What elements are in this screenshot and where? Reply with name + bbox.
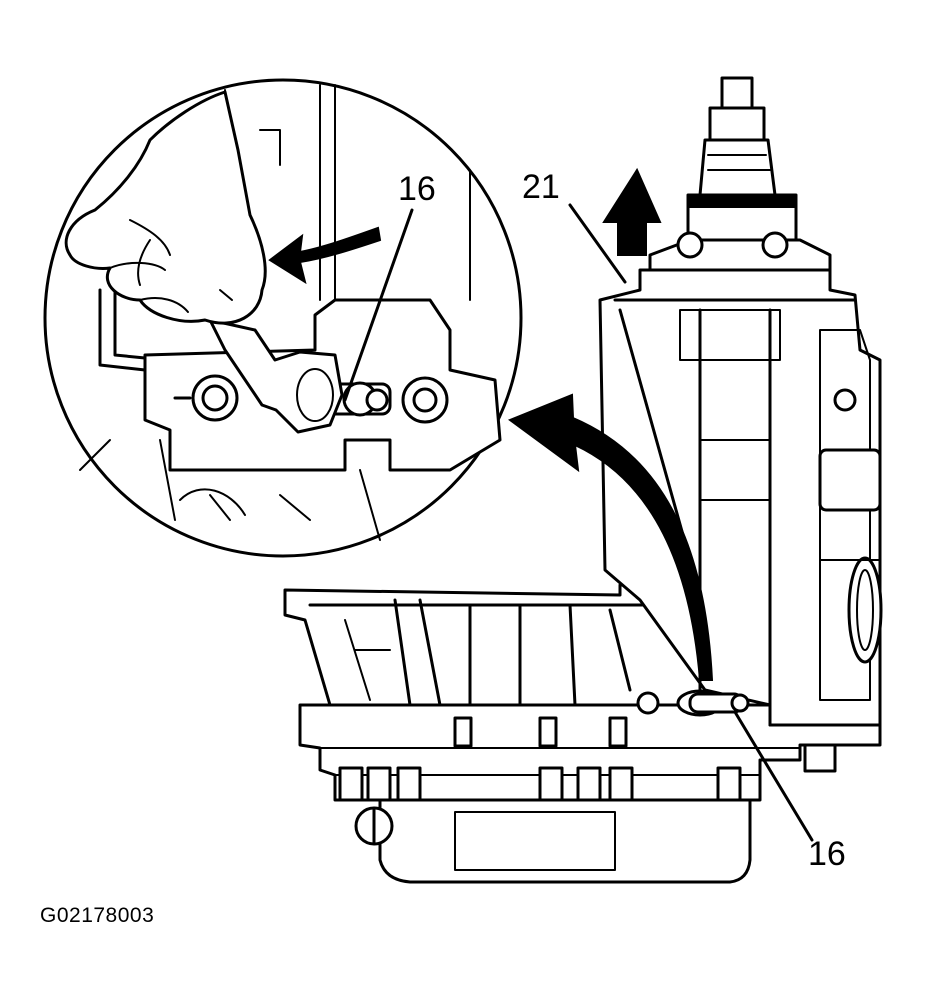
base-bolts [338, 716, 742, 802]
callout-21: 21 [522, 168, 560, 206]
bolt-16-main [636, 689, 750, 717]
callout-16-detail: 16 [398, 170, 436, 208]
leader-line-21 [568, 203, 627, 284]
detail-view-circle [43, 78, 523, 558]
leader-line-16-detail [343, 208, 414, 402]
removal-direction-arrow [602, 167, 662, 256]
wrench-icon [208, 318, 344, 434]
rotation-arrow [268, 226, 382, 285]
figure-code: G02178003 [40, 904, 155, 927]
leader-line-16-main [733, 710, 814, 842]
callout-16-main: 16 [808, 835, 846, 873]
detail-pointer-arrow [507, 393, 714, 681]
transmission-assembly [283, 76, 883, 884]
